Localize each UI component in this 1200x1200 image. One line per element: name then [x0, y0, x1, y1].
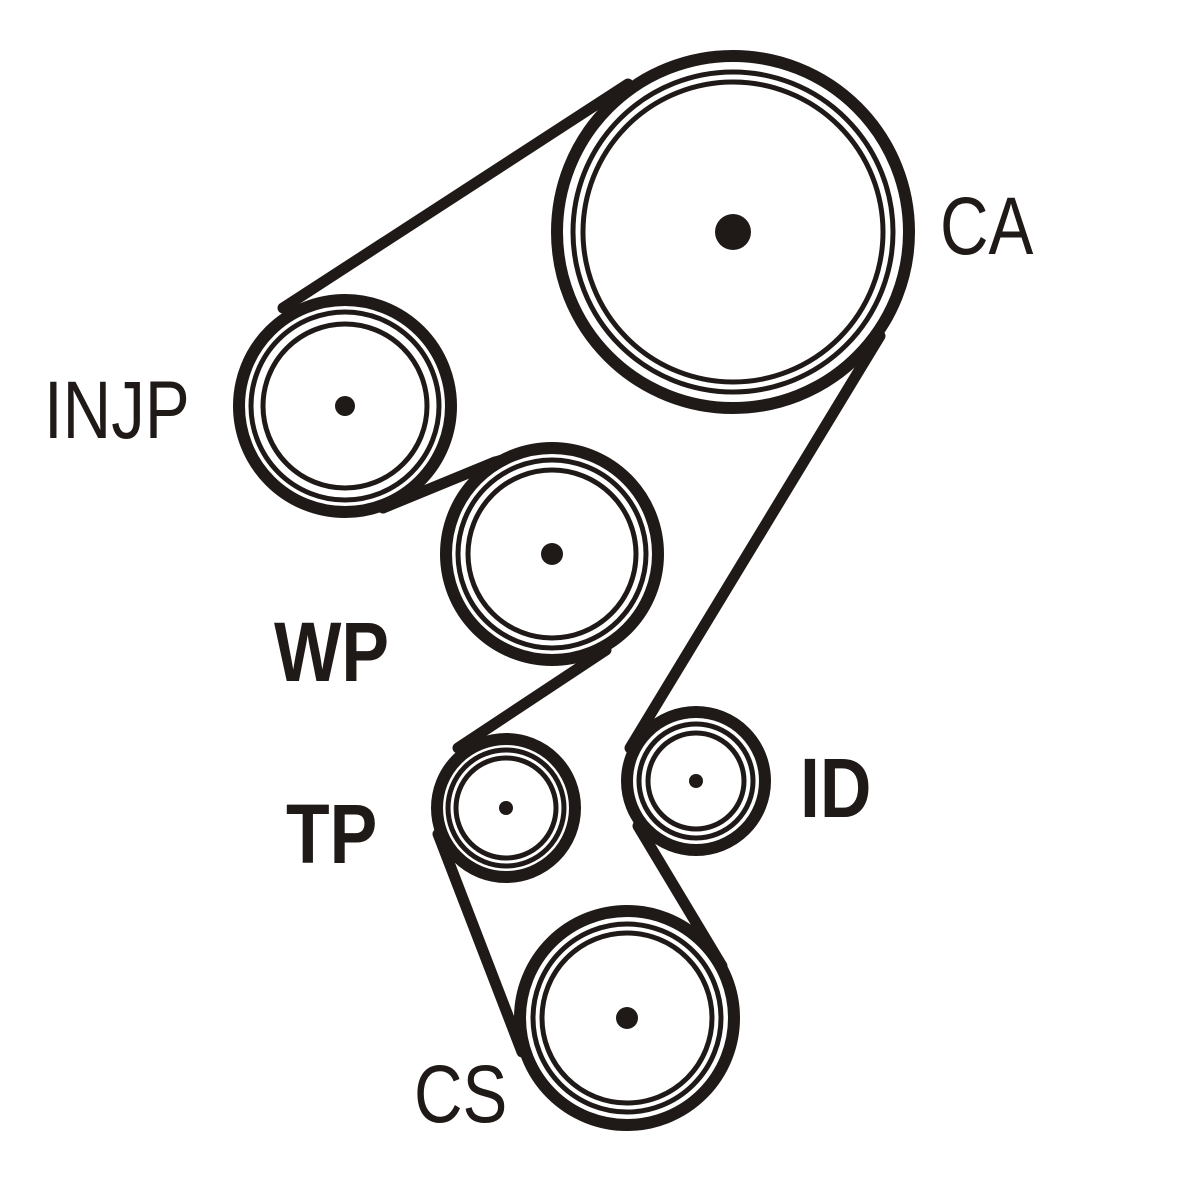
pulley-inner-ring: [570, 69, 896, 395]
label-ca: CA: [940, 181, 1034, 272]
pulley-ca: [551, 50, 915, 414]
pulley-id: [621, 706, 771, 856]
label-id: ID: [800, 741, 872, 835]
pulley-inner-ring: [445, 747, 567, 869]
pulley-tp: [431, 733, 581, 883]
pulley-injp: [233, 294, 457, 518]
pulley-hub: [715, 214, 751, 250]
pulley-hub: [689, 774, 703, 788]
label-cs: CS: [414, 1049, 508, 1140]
belt-run-cs-tp: [432, 828, 528, 1058]
pulley-inner-ring: [248, 309, 442, 503]
pulley-hub: [335, 396, 355, 416]
belt-run-injp-ca: [277, 78, 634, 314]
pulley-inner-ring: [530, 921, 724, 1115]
label-wp: WP: [274, 605, 390, 699]
belt-run-ca-id: [624, 330, 886, 754]
label-injp: INJP: [44, 365, 190, 456]
pulley-cs: [514, 905, 740, 1131]
pulley-inner-ring: [453, 755, 559, 861]
pulley-inner-ring: [636, 721, 756, 841]
pulley-inner-ring: [539, 930, 715, 1106]
pulley-hub: [541, 543, 563, 565]
pulley-inner-ring: [580, 79, 886, 385]
pulley-inner-ring: [455, 457, 649, 651]
pulley-wp: [440, 442, 664, 666]
label-tp: TP: [286, 787, 378, 881]
pulley-hub: [499, 801, 513, 815]
pulley-hub: [616, 1007, 638, 1029]
belt-run-tp-wp: [452, 644, 612, 754]
pulley-inner-ring: [645, 730, 747, 832]
pulley-inner-ring: [465, 467, 639, 641]
pulley-inner-ring: [260, 321, 430, 491]
